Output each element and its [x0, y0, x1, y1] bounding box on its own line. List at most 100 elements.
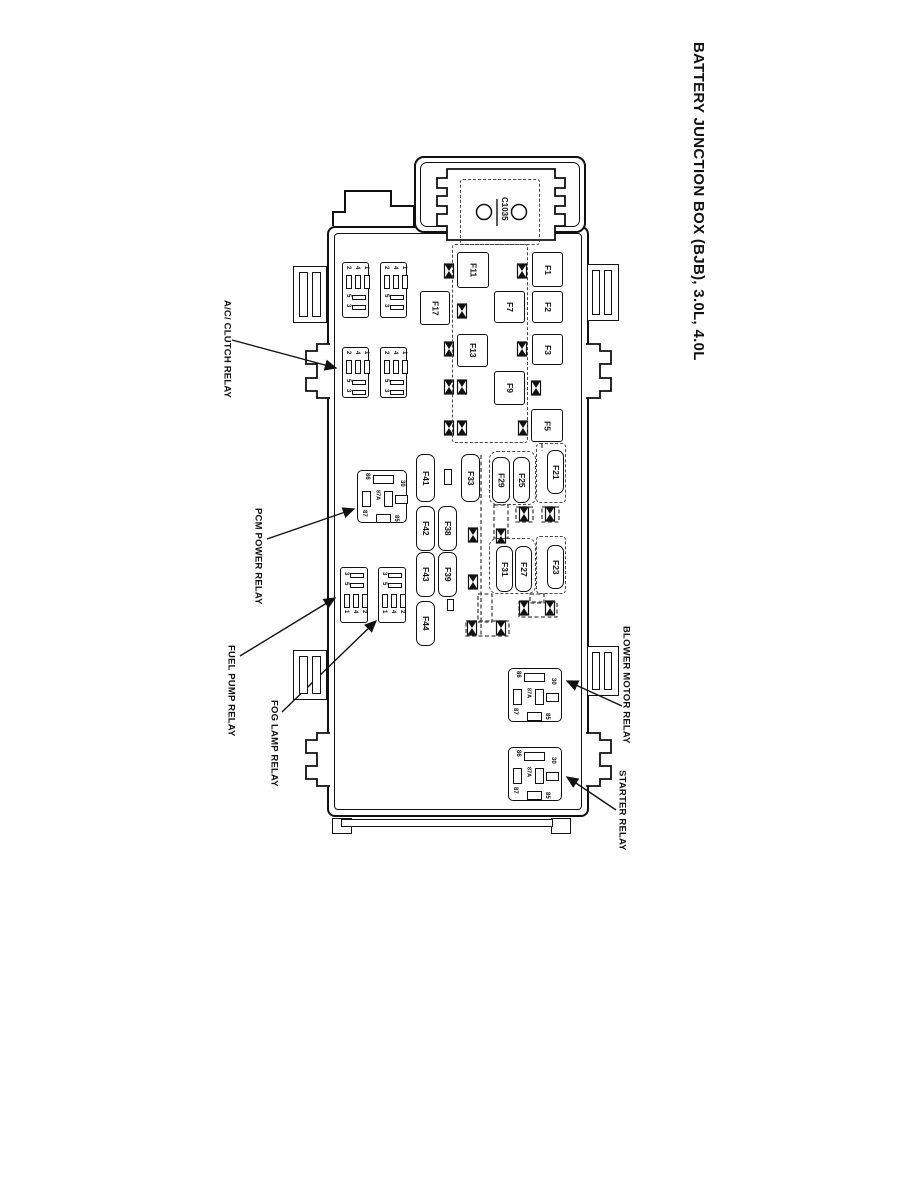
relay-pin-label: 85	[544, 713, 550, 720]
relay-pin-slot	[535, 768, 544, 784]
relay-pin-slot	[352, 390, 366, 395]
fuse-f21: F21	[547, 450, 564, 494]
relay-pin-slot	[382, 594, 388, 608]
callout-pcm-power-relay: PCM POWER RELAY	[252, 508, 264, 605]
fuse-label: F9	[504, 383, 515, 393]
relay-pin-label: 4	[390, 610, 396, 614]
fuse-label: F42	[420, 521, 431, 536]
fuse-f41: F41	[416, 454, 435, 502]
page-title: BATTERY JUNCTION BOX (BJB), 3.0L, 4.0L	[690, 42, 707, 361]
fuse-f5: F5	[531, 409, 563, 442]
box-foot-right	[551, 818, 571, 834]
relay-pin-label: 3	[383, 389, 389, 393]
relay-pin-label: 2	[399, 610, 405, 614]
fuse-group-outline-b1	[489, 451, 536, 505]
fuse-group-outline-b2	[489, 538, 536, 594]
relay-pin-slot	[390, 305, 404, 310]
fuse-label: F41	[420, 470, 431, 486]
relay-pin-slot	[546, 693, 559, 702]
relay-pin-slot	[390, 390, 404, 395]
relay-pin-label: 3	[343, 572, 349, 576]
relay-pin-label: 2	[345, 351, 351, 355]
box-base-rail	[341, 819, 553, 827]
relay-pin-label: 4	[352, 610, 358, 614]
fuse-label: F2	[542, 302, 553, 312]
relay-pin-label: 30	[399, 480, 405, 487]
relay-pin-slot	[350, 583, 364, 588]
fuse-f9: F9	[494, 371, 525, 405]
fuse-f27: F27	[515, 546, 532, 592]
fuse-label: F44	[420, 616, 431, 631]
relay-pin-slot	[535, 689, 544, 705]
fuse-f44: F44	[416, 601, 435, 646]
relay-pin-slot	[384, 491, 393, 507]
relay-pin-slot	[384, 275, 390, 289]
relay-pin-slot	[362, 594, 368, 608]
relay-pin-slot	[527, 791, 542, 800]
relay-pin-slot	[352, 380, 366, 385]
relay-pin-label: 1	[363, 266, 369, 270]
fuse-f13: F13	[457, 334, 488, 367]
relay-pin-slot	[390, 295, 404, 300]
left-tab-top	[293, 266, 327, 323]
cavity-slot	[312, 656, 321, 694]
relay-pin-label: 87A	[525, 767, 532, 778]
relay-pin-label: 85	[544, 792, 550, 799]
relay-pin-slot	[364, 360, 370, 374]
relay-pin-label: 2	[383, 266, 389, 270]
relay-pin-label: 1	[343, 610, 349, 614]
relay-pin-label: 87	[512, 787, 518, 794]
fuse-f29: F29	[492, 457, 510, 503]
fuse-f2: F2	[532, 291, 563, 323]
relay-pin-slot	[388, 573, 402, 578]
relay-pin-label: 3	[383, 304, 389, 308]
relay-pin-slot	[388, 583, 402, 588]
relay-pin-slot	[390, 380, 404, 385]
fuse-label: F7	[504, 302, 515, 312]
fuse-f33: F33	[461, 454, 480, 502]
cavity-slot	[299, 272, 308, 317]
fuse-f43: F43	[416, 552, 435, 597]
relay-pin-label: 2	[383, 351, 389, 355]
relay-pin-slot	[376, 514, 391, 523]
relay-pin-slot	[524, 673, 545, 682]
fuse-label: F25	[516, 472, 527, 488]
relay-pin-slot	[400, 594, 406, 608]
fuse-f39: F39	[438, 552, 457, 597]
relay-pin-label: 30	[550, 678, 556, 685]
fuse-label: F13	[467, 343, 478, 358]
callout-starter-relay: STARTER RELAY	[616, 770, 628, 851]
relay-pin-slot	[395, 495, 408, 504]
relay-pin-label: 5	[383, 379, 389, 383]
relay-pin-label: 87	[361, 510, 367, 517]
relay-pin-label: 4	[392, 351, 398, 355]
fuse-label: F29	[496, 472, 507, 488]
cavity-slot	[447, 599, 454, 611]
cavity-slot	[592, 270, 600, 315]
fuse-f17: F17	[420, 291, 450, 325]
relay-pin-label: 4	[392, 266, 398, 270]
relay-pin-label: 2	[345, 266, 351, 270]
callout-fuel-pump-relay: FUEL PUMP RELAY	[225, 645, 237, 737]
relay-pin-label: 30	[550, 757, 556, 764]
relay-pin-slot	[393, 275, 399, 289]
callout-fog-lamp-relay: FOG LAMP RELAY	[268, 700, 280, 787]
cavity-slot	[592, 652, 600, 690]
relay-pin-slot	[350, 573, 364, 578]
relay-pin-label: 86	[364, 473, 370, 480]
cavity-slot	[604, 270, 612, 315]
relay-pin-slot	[373, 475, 394, 484]
relay-pin-label: 1	[401, 266, 407, 270]
fuse-f31: F31	[496, 546, 513, 592]
relay-pin-slot	[393, 360, 399, 374]
fuse-label: F1	[542, 264, 553, 275]
callout-ac-clutch-relay: A/C/ CLUTCH RELAY	[221, 300, 233, 399]
relay-pin-slot	[364, 275, 370, 289]
relay-pin-label: 5	[345, 379, 351, 383]
fuse-label: F27	[518, 561, 529, 577]
relay-pin-label: 85	[393, 515, 399, 522]
